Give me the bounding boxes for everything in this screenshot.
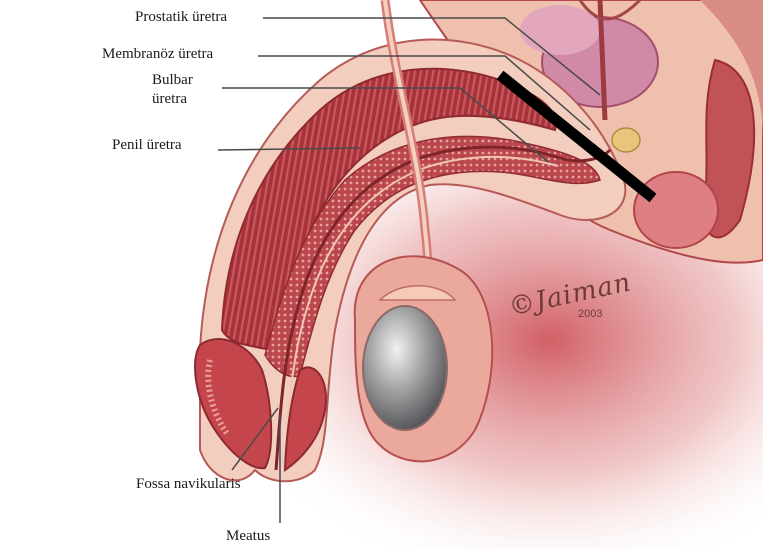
label-penile-urethra: Penil üretra — [112, 136, 182, 155]
bulbourethral-gland — [612, 128, 640, 152]
signature-year: 2003 — [578, 308, 602, 320]
label-prostatic-urethra: Prostatik üretra — [135, 8, 227, 27]
label-fossa-navicularis: Fossa navikularis — [136, 475, 241, 494]
label-bulbar-line2: üretra — [152, 90, 193, 109]
label-bulbar-line1: Bulbar — [152, 71, 193, 90]
label-meatus: Meatus — [226, 527, 270, 546]
label-membranous-urethra: Membranöz üretra — [102, 45, 213, 64]
prostate-lobe — [520, 5, 600, 55]
label-bulbar-urethra: Bulbar üretra — [152, 71, 193, 109]
testis — [363, 306, 447, 430]
perineal-body — [634, 172, 718, 248]
